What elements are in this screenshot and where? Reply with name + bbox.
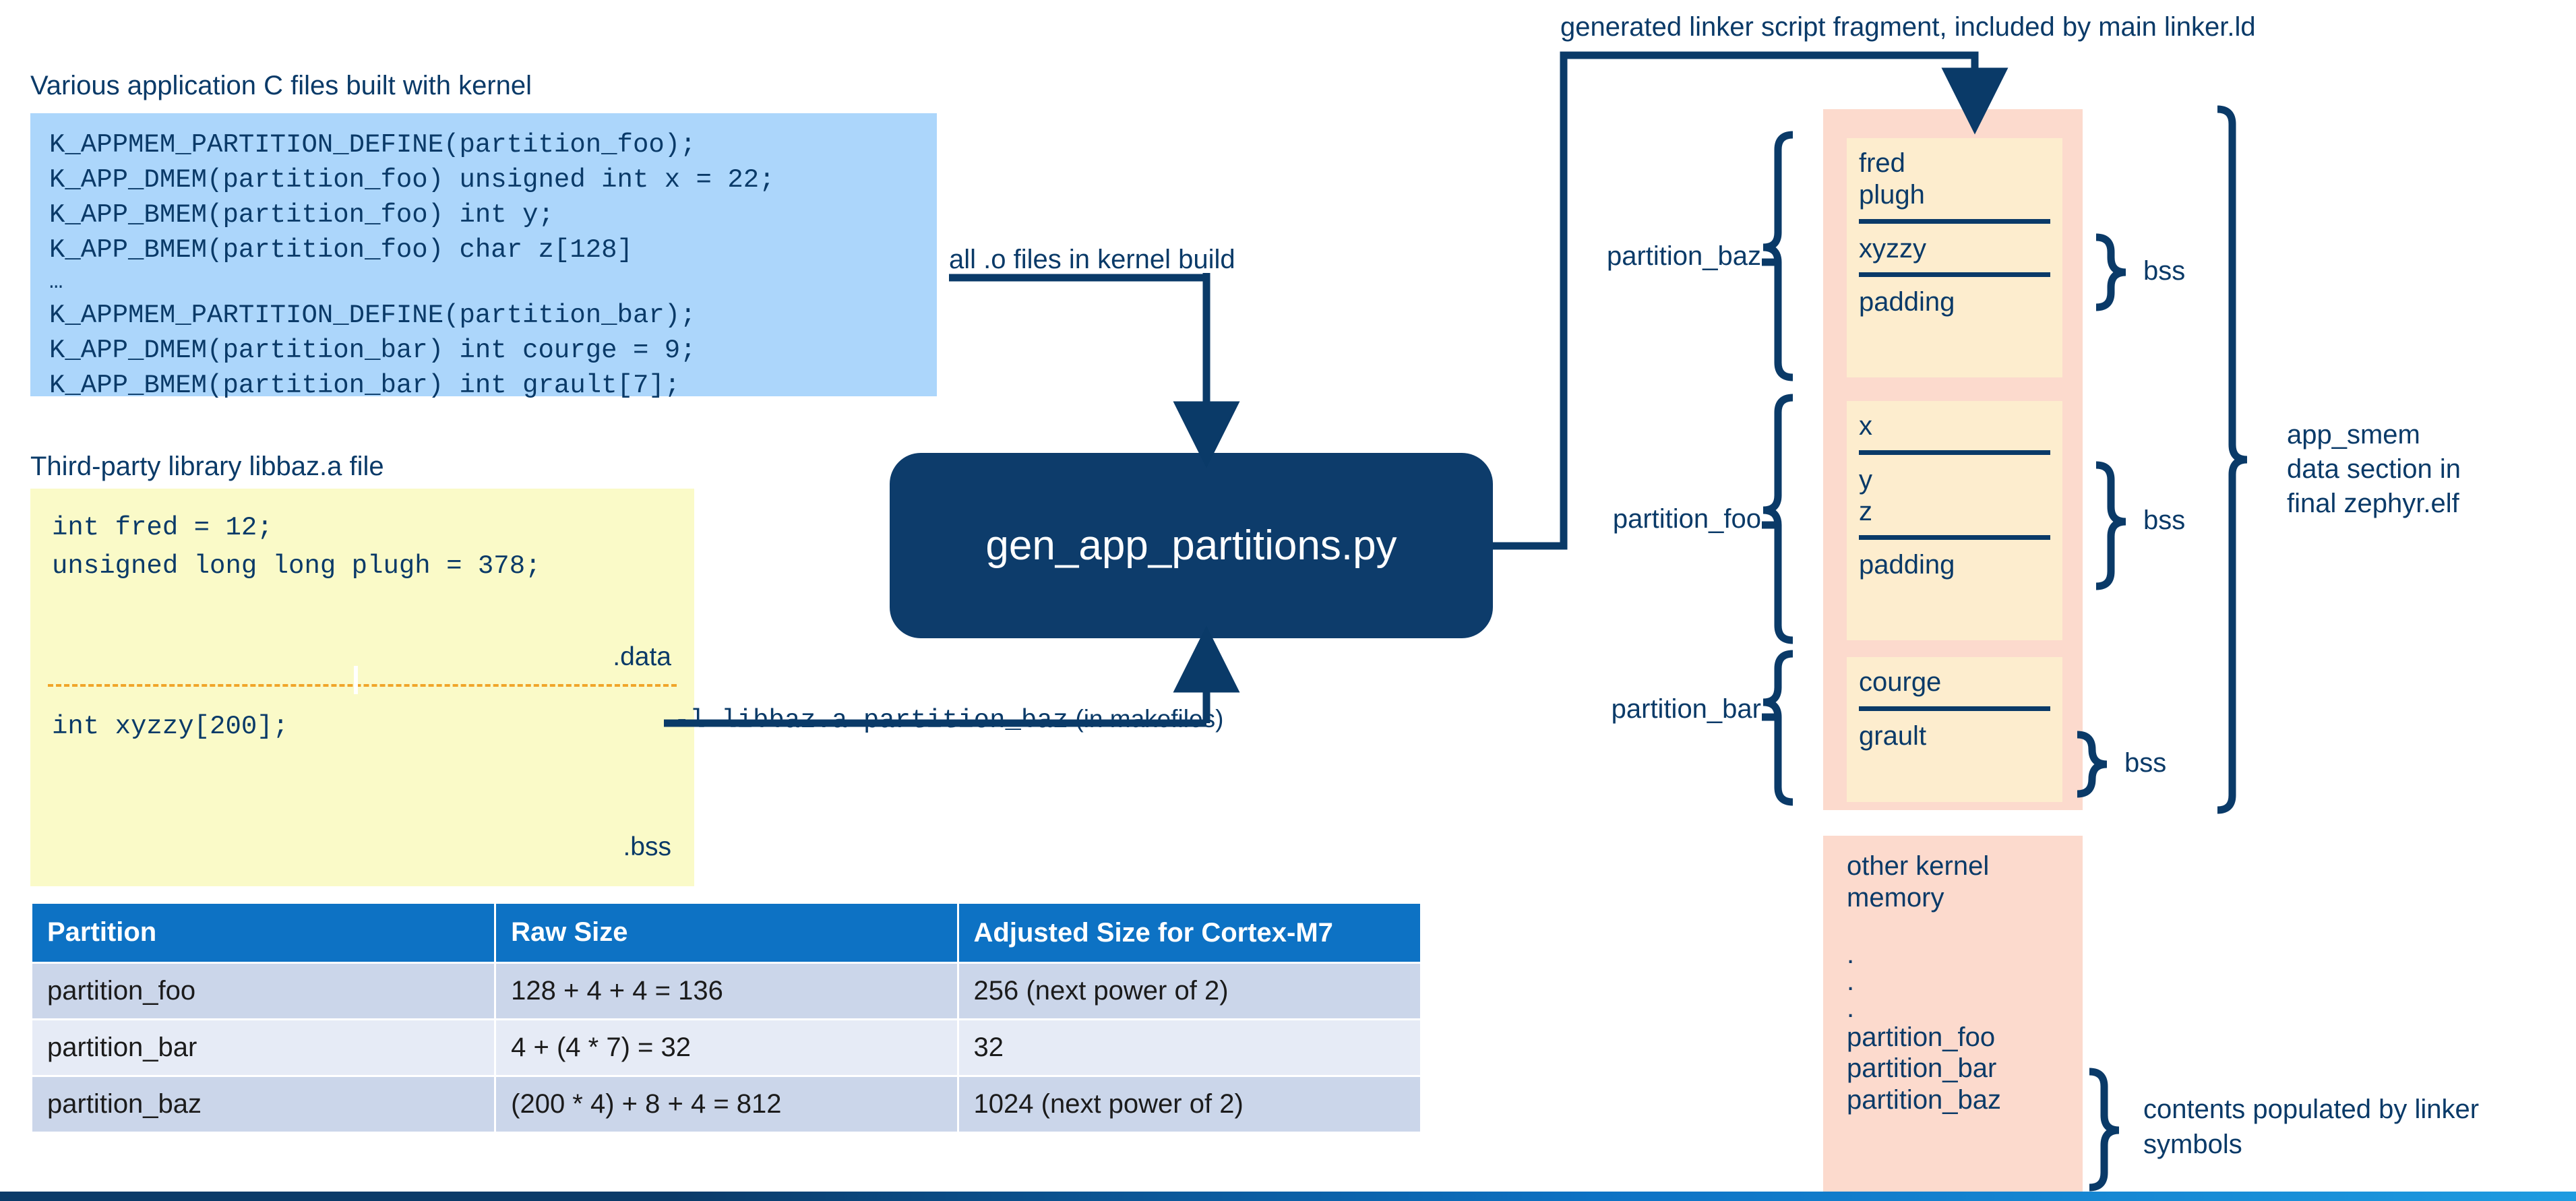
section-divider (48, 684, 677, 687)
partition-size-table: Partition Raw Size Adjusted Size for Cor… (30, 902, 1422, 1134)
kernel-memory-title-line: memory (1847, 882, 1944, 913)
memory-entry-bss: xyzzy (1859, 233, 1926, 264)
partition-label-foo: partition_foo (1612, 504, 1761, 534)
cell-partition: partition_foo (32, 964, 495, 1018)
cell-raw-size: (200 * 4) + 8 + 4 = 812 (496, 1077, 957, 1132)
memory-entry: fred (1859, 148, 1905, 178)
bss-section-label: .bss (623, 832, 671, 861)
cell-partition: partition_bar (32, 1020, 495, 1075)
memory-entry: x (1859, 411, 1872, 441)
ellipsis-dot: . (1847, 993, 1855, 1023)
memory-entry-bss: y (1859, 464, 1872, 495)
bracket-bss-foo (2095, 461, 2126, 590)
bottom-accent-bar (0, 1192, 2576, 1201)
spacer (1847, 914, 2069, 941)
memory-entry: courge (1859, 667, 1942, 697)
table-header-row: Partition Raw Size Adjusted Size for Cor… (32, 904, 1420, 962)
cell-raw-size: 128 + 4 + 4 = 136 (496, 964, 957, 1018)
bss-label-baz: bss (2143, 256, 2186, 286)
libbaz-command-tail: (in makefiles) (1068, 705, 1224, 733)
code-line: int fred = 12; (52, 513, 273, 543)
linker-symbols-line: contents populated by linker (2143, 1095, 2480, 1124)
memory-block-partition-bar: courge grault (1847, 657, 2062, 802)
ellipsis-dot: . (1847, 966, 1855, 996)
cell-raw-size: 4 + (4 * 7) = 32 (496, 1020, 957, 1075)
memory-entry-padding: padding (1859, 287, 1955, 317)
code-line: K_APPMEM_PARTITION_DEFINE(partition_bar)… (49, 301, 696, 331)
bracket-partition-bar (1762, 650, 1793, 806)
code-line: K_APP_BMEM(partition_bar) int grault[7]; (49, 371, 681, 401)
bss-label-bar: bss (2124, 748, 2167, 778)
table-row: partition_bar 4 + (4 * 7) = 32 32 (32, 1020, 1420, 1075)
libbaz-code-block: int fred = 12; unsigned long long plugh … (30, 489, 694, 886)
bracket-bss-baz (2095, 233, 2126, 311)
data-section-label: .data (613, 642, 671, 671)
annotation-o-files: all .o files in kernel build (949, 245, 1235, 274)
memory-entry: plugh (1859, 179, 1925, 210)
table-row: partition_foo 128 + 4 + 4 = 136 256 (nex… (32, 964, 1420, 1018)
memory-entry-bss: z (1859, 496, 1872, 526)
code-line: K_APP_BMEM(partition_foo) char z[128] (49, 235, 633, 265)
memory-block-partition-foo: x y z padding (1847, 401, 2062, 640)
cell-adjusted-size: 1024 (next power of 2) (958, 1077, 1420, 1132)
memory-block-partition-baz: fred plugh xyzzy padding (1847, 138, 2062, 377)
bracket-linker-symbols (2089, 1068, 2120, 1192)
partition-label-baz: partition_baz (1606, 241, 1761, 271)
divider-tick (354, 666, 358, 694)
code-line: K_APPMEM_PARTITION_DEFINE(partition_foo)… (49, 130, 696, 160)
linker-symbol-entry: partition_bar (1847, 1053, 1997, 1084)
annotation-linker-symbols: contents populated by linker symbols (2143, 1092, 2479, 1162)
cell-partition: partition_baz (32, 1077, 495, 1132)
bracket-partition-foo (1762, 394, 1793, 644)
cell-adjusted-size: 32 (958, 1020, 1420, 1075)
memory-entry-padding: padding (1859, 550, 1955, 580)
table-row: partition_baz (200 * 4) + 8 + 4 = 812 10… (32, 1077, 1420, 1132)
ellipsis-dot: . (1847, 939, 1855, 969)
memory-rule (1859, 450, 2050, 455)
linker-symbols-line: symbols (2143, 1130, 2242, 1159)
memory-rule (1859, 272, 2050, 278)
memory-rule (1859, 535, 2050, 541)
linker-symbol-entry: partition_baz (1847, 1085, 2002, 1115)
code-line: K_APP_BMEM(partition_foo) int y; (49, 199, 554, 230)
code-line: K_APP_DMEM(partition_foo) unsigned int x… (49, 164, 775, 195)
code-line: unsigned long long plugh = 378; (52, 551, 541, 581)
bracket-partition-baz (1762, 131, 1793, 381)
linker-symbol-entry: partition_foo (1847, 1022, 1996, 1052)
code-line: K_APP_DMEM(partition_bar) int courge = 9… (49, 336, 696, 366)
kernel-memory-contents: other kernel memory . . . partition_foo … (1847, 851, 2069, 1116)
gen-app-partitions-node: gen_app_partitions.py (890, 453, 1493, 638)
kernel-memory-title-line: other kernel (1847, 851, 1990, 881)
annotation-app-smem: app_smem data section in final zephyr.el… (2287, 418, 2461, 522)
annotation-linker-fragment: generated linker script fragment, includ… (1560, 12, 2256, 42)
c-files-code-block: K_APPMEM_PARTITION_DEFINE(partition_foo)… (30, 113, 937, 400)
memory-rule (1859, 706, 2050, 711)
column-header-partition: Partition (32, 904, 495, 962)
c-files-caption: Various application C files built with k… (30, 71, 532, 100)
gen-app-partitions-label: gen_app_partitions.py (985, 522, 1397, 569)
libbaz-command-mono: -l libbaz.a partition_baz (674, 706, 1069, 735)
cell-adjusted-size: 256 (next power of 2) (958, 964, 1420, 1018)
app-smem-line: final zephyr.elf (2287, 489, 2459, 519)
code-line: int xyzzy[200]; (52, 712, 289, 741)
annotation-libbaz-command: -l libbaz.a partition_baz (in makefiles) (674, 704, 1223, 735)
app-smem-line: data section in (2287, 454, 2461, 485)
app-smem-line: app_smem (2287, 420, 2420, 450)
bss-label-foo: bss (2143, 505, 2186, 535)
memory-rule (1859, 218, 2050, 224)
memory-entry-bss: grault (1859, 720, 1927, 751)
code-line-ellipsis: … (49, 270, 63, 296)
libbaz-caption: Third-party library libbaz.a file (30, 452, 384, 481)
column-header-adjusted-size: Adjusted Size for Cortex-M7 (958, 904, 1420, 962)
bracket-app-smem (2217, 105, 2248, 814)
column-header-raw-size: Raw Size (496, 904, 957, 962)
partition-label-bar: partition_bar (1611, 694, 1761, 724)
other-kernel-memory-region (1823, 836, 2083, 1201)
